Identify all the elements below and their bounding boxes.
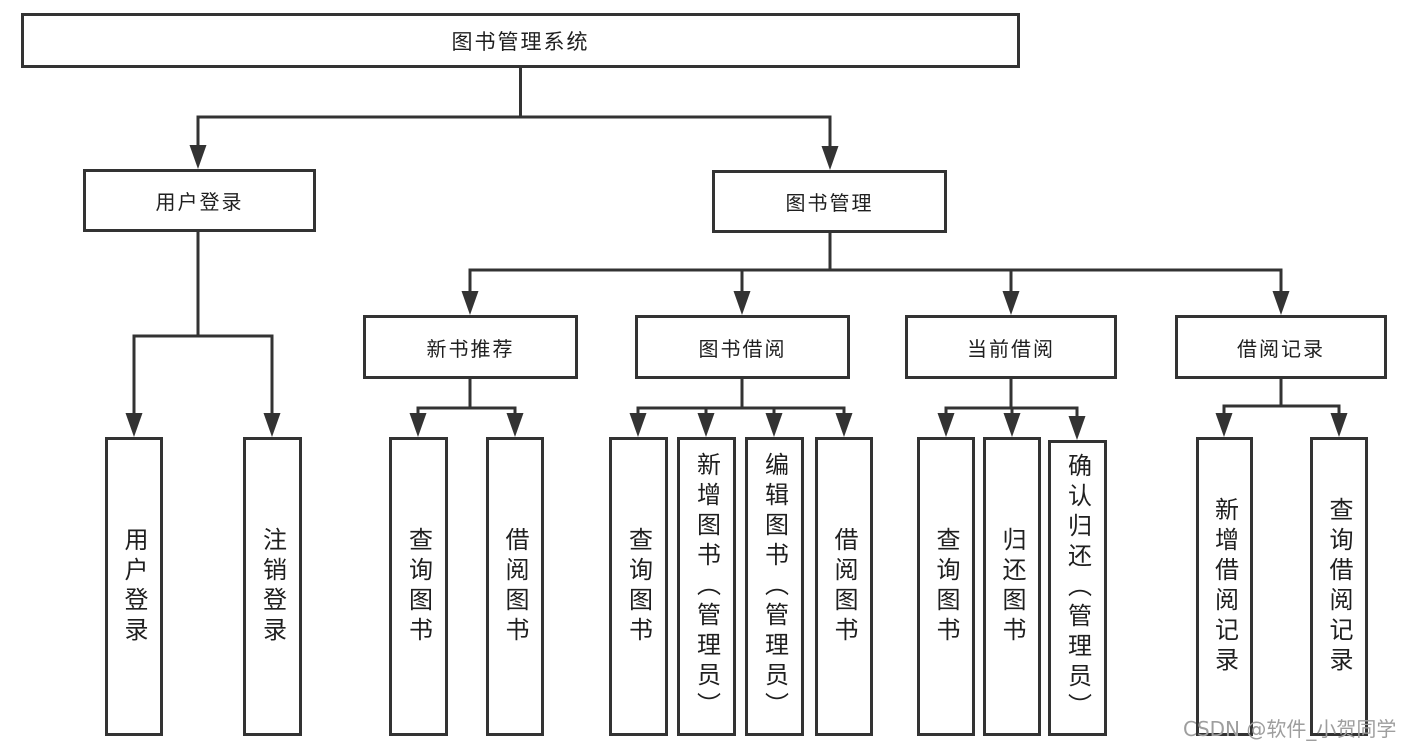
node-system-root: 图书管理系统 [21, 13, 1020, 68]
leaf-current-return-books: 归还图书 [983, 437, 1041, 736]
leaf-records-query-record: 查询借阅记录 [1310, 437, 1368, 736]
leaf-records-add-record: 新增借阅记录 [1196, 437, 1253, 736]
node-user-login: 用户登录 [83, 169, 316, 232]
csdn-watermark: CSDN @软件_小贺同学 [1183, 717, 1397, 741]
leaf-current-query-books: 查询图书 [917, 437, 975, 736]
leaf-logout: 注销登录 [243, 437, 302, 736]
node-book-management: 图书管理 [712, 170, 947, 233]
leaf-borrow-edit-books-admin: 编辑图书（管理员） [745, 437, 804, 736]
leaf-borrow-query-books: 查询图书 [609, 437, 668, 736]
leaf-borrow-add-books-admin: 新增图书（管理员） [677, 437, 736, 736]
node-book-borrowing: 图书借阅 [635, 315, 850, 379]
node-borrowing-records: 借阅记录 [1175, 315, 1387, 379]
leaf-recommend-query-books: 查询图书 [389, 437, 448, 736]
leaf-borrow-borrow-books: 借阅图书 [815, 437, 873, 736]
leaf-current-confirm-return-admin: 确认归还（管理员） [1048, 440, 1107, 736]
leaf-user-login: 用户登录 [105, 437, 163, 736]
node-new-book-recommend: 新书推荐 [363, 315, 578, 379]
node-current-borrowing: 当前借阅 [905, 315, 1117, 379]
leaf-recommend-borrow-books: 借阅图书 [486, 437, 544, 736]
